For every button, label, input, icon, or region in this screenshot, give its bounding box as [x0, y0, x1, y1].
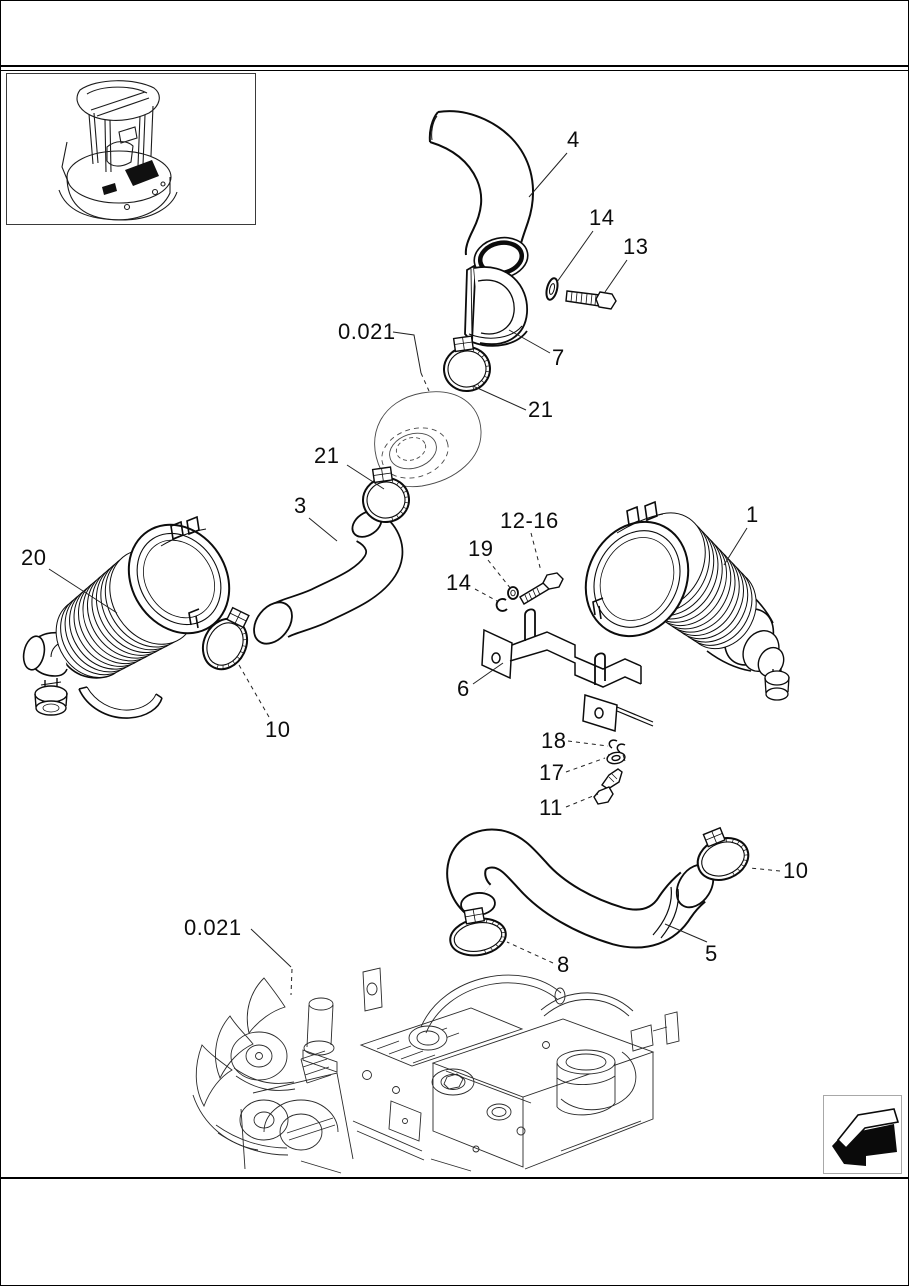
leader-line — [749, 867, 781, 872]
leader-line — [474, 588, 498, 602]
leader-line — [565, 757, 606, 773]
lock-washer-18 — [608, 739, 626, 753]
bolt-head — [593, 786, 614, 805]
callout-7[interactable]: 7 — [552, 345, 565, 370]
leader-lines — [48, 152, 781, 996]
callout-19[interactable]: 19 — [468, 536, 494, 561]
leader-line — [567, 740, 609, 747]
header-rule-thick — [1, 65, 908, 67]
small-fasteners — [593, 739, 626, 805]
leader-line — [664, 923, 708, 943]
callout-11[interactable]: 11 — [539, 795, 563, 820]
hose-5 — [446, 828, 715, 949]
dust-valve — [764, 668, 790, 701]
leader-line — [723, 527, 748, 566]
callout-3[interactable]: 3 — [294, 493, 307, 518]
spring-washer-14 — [495, 598, 508, 612]
callout-0.021[interactable]: 0.021 — [338, 319, 396, 344]
bolt-head — [542, 572, 564, 590]
leader-line — [604, 259, 628, 293]
callout-10[interactable]: 10 — [265, 717, 291, 742]
washer-17 — [606, 751, 626, 765]
callout-20[interactable]: 20 — [21, 545, 47, 570]
leader-line — [530, 532, 542, 572]
callout-4[interactable]: 4 — [567, 127, 580, 152]
bolt-11 — [593, 768, 623, 805]
leader-line — [556, 230, 594, 283]
lid-clips — [160, 515, 207, 629]
bracket-6 — [481, 608, 654, 732]
header-rule-thin — [1, 70, 908, 71]
leader-line — [506, 941, 554, 964]
leader-line — [508, 329, 551, 354]
leader-line — [290, 968, 293, 996]
callout-8[interactable]: 8 — [557, 952, 570, 977]
callout-1[interactable]: 1 — [746, 502, 759, 527]
dust-valve — [34, 678, 68, 716]
leader-line — [48, 568, 118, 614]
callout-13[interactable]: 13 — [623, 234, 649, 259]
engine-assembly-ghost — [192, 967, 680, 1174]
hose-4 — [428, 110, 534, 280]
back-arrow-icon — [832, 1108, 900, 1166]
leader-line — [238, 664, 270, 718]
machine-thumbnail-icon — [58, 80, 178, 221]
hose-clamps — [201, 335, 750, 957]
callout-21[interactable]: 21 — [314, 443, 340, 468]
prev-page-arrow-button[interactable] — [823, 1095, 902, 1174]
hose-3 — [253, 508, 404, 645]
bolt-12-16-group — [495, 572, 564, 612]
leader-line — [392, 331, 422, 374]
leader-line — [528, 152, 568, 198]
callout-18[interactable]: 18 — [541, 728, 567, 753]
clamp-10-left — [201, 606, 250, 671]
callout-14[interactable]: 14 — [446, 570, 472, 595]
leader-line — [420, 372, 430, 392]
ghost-precleaner — [374, 391, 482, 488]
air-cleaner-20 — [22, 515, 231, 719]
clamp-10-right — [696, 826, 750, 881]
clamp-8 — [449, 907, 507, 957]
leader-line — [346, 464, 385, 490]
callout-6[interactable]: 6 — [457, 676, 470, 701]
bolt-13 — [565, 290, 617, 310]
washer-14-top — [545, 277, 559, 301]
callout-17[interactable]: 17 — [539, 760, 565, 785]
callout-21[interactable]: 21 — [528, 397, 554, 422]
callout-0.021[interactable]: 0.021 — [184, 915, 242, 940]
callout-14[interactable]: 14 — [589, 205, 615, 230]
machine-thumbnail-box — [6, 73, 256, 225]
leader-line — [565, 793, 599, 808]
lid-clips — [592, 500, 664, 620]
clamp-21-upper — [443, 335, 491, 393]
mounting-strap — [78, 686, 163, 719]
air-cleaner-1 — [584, 500, 790, 701]
leader-line — [472, 662, 504, 685]
callout-10[interactable]: 10 — [783, 858, 809, 883]
leader-line — [308, 517, 338, 542]
leader-line — [472, 385, 527, 411]
leader-line — [250, 928, 292, 968]
intake-cap-7 — [464, 264, 528, 347]
callout-12-16[interactable]: 12-16 — [500, 508, 559, 533]
highlighted-area — [125, 160, 159, 186]
footer-rule — [1, 1177, 908, 1179]
callout-5[interactable]: 5 — [705, 941, 718, 966]
clamp-21-lower — [362, 466, 410, 524]
washer-19 — [507, 586, 519, 600]
leader-line — [487, 559, 512, 590]
u-clips — [524, 608, 606, 685]
